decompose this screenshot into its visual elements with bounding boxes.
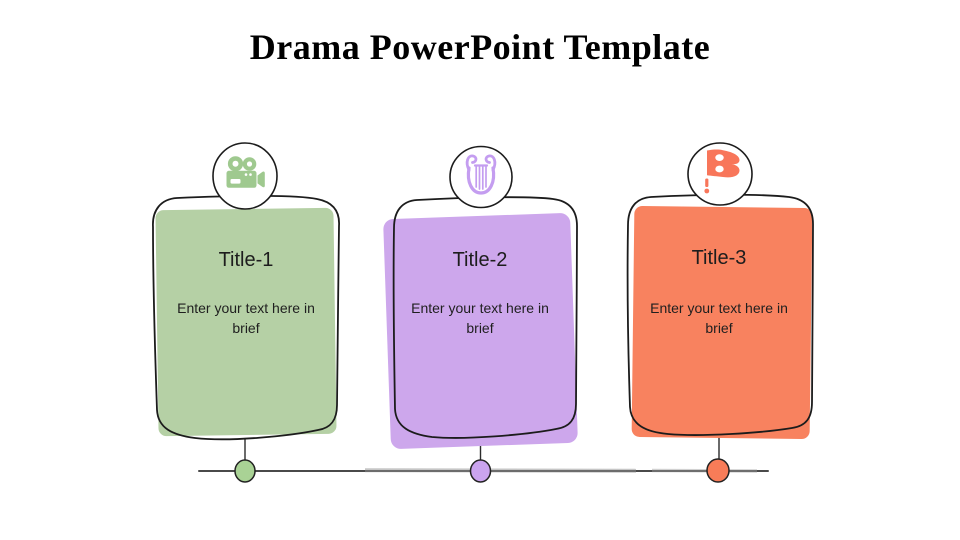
card-2-body[interactable]: Enter your text here in brief [411, 300, 549, 336]
slide-title[interactable]: Drama PowerPoint Template [249, 27, 711, 67]
card-fill-2[interactable] [383, 213, 578, 449]
lyre-icon [465, 154, 497, 195]
card-outline-2 [392, 196, 578, 439]
timeline-dot-2[interactable] [469, 459, 492, 483]
icon-circle-2[interactable] [449, 145, 513, 209]
card-1-body[interactable]: Enter your text here in brief [177, 300, 315, 336]
timeline-line-shade-1 [364, 468, 637, 473]
timeline-line-shade-2 [651, 468, 758, 473]
card-shape-2[interactable] [383, 196, 578, 449]
card-3-body[interactable]: Enter your text here in brief [650, 300, 788, 336]
mask-icon [704, 149, 740, 194]
card-2-title[interactable]: Title-2 [452, 249, 508, 271]
card-fill-1[interactable] [155, 207, 337, 437]
card-outline-1 [152, 194, 340, 441]
timeline-dot-3[interactable] [706, 458, 730, 483]
card-shape-3[interactable] [626, 193, 814, 439]
card-1-title[interactable]: Title-1 [218, 249, 274, 271]
video-camera-icon [226, 156, 265, 188]
card-outline-3 [626, 193, 814, 436]
card-fill-3[interactable] [631, 206, 813, 439]
timeline-dot-1[interactable] [234, 459, 256, 483]
card-shape-1[interactable] [152, 194, 340, 441]
card-3-title[interactable]: Title-3 [691, 247, 747, 269]
